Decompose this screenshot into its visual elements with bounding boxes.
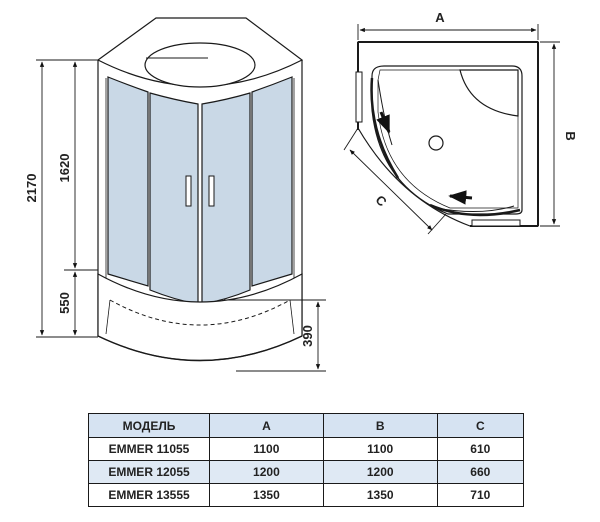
cell-b: 1350 xyxy=(322,483,438,507)
table-row: EMMER 11055 1100 1100 610 xyxy=(88,437,525,461)
table-row: EMMER 13555 1350 1350 710 xyxy=(88,483,525,507)
glass-panel-left xyxy=(107,76,149,287)
door-handle-right xyxy=(208,175,215,207)
front-view-cabin xyxy=(96,17,304,362)
glass-panel-right xyxy=(251,76,293,287)
table-header-row: МОДЕЛЬ A B C xyxy=(88,413,525,438)
cell-model: EMMER 12055 xyxy=(88,460,210,484)
header-b: B xyxy=(322,413,438,438)
dim-line-door xyxy=(349,149,433,231)
sliding-door-left xyxy=(370,77,400,179)
cell-a: 1100 xyxy=(209,437,324,461)
header-c: C xyxy=(436,413,525,438)
cell-model: EMMER 11055 xyxy=(88,437,210,461)
table-row: EMMER 12055 1200 1200 660 xyxy=(88,460,525,484)
dim-label-door: C xyxy=(373,192,391,210)
shower-tray xyxy=(97,272,303,361)
header-a: A xyxy=(209,413,324,438)
cell-c: 710 xyxy=(436,483,525,507)
cell-b: 1100 xyxy=(322,437,438,461)
cell-c: 660 xyxy=(436,460,525,484)
spec-table: МОДЕЛЬ A B C EMMER 11055 1100 1100 610 E… xyxy=(88,413,525,507)
drain-icon xyxy=(428,135,444,151)
door-arrow-left-icon xyxy=(376,111,391,134)
header-model: МОДЕЛЬ xyxy=(88,413,210,438)
dim-label-tray-height: 550 xyxy=(57,292,72,314)
cell-b: 1200 xyxy=(322,460,438,484)
cell-c: 610 xyxy=(436,437,525,461)
cell-a: 1350 xyxy=(209,483,324,507)
side-panel-left xyxy=(355,71,363,123)
top-view-tray xyxy=(371,65,523,215)
door-handle-left xyxy=(185,175,192,207)
dim-label-depth: B xyxy=(563,131,578,140)
dim-label-step-height: 390 xyxy=(300,325,315,347)
cell-model: EMMER 13555 xyxy=(88,483,210,507)
top-dimensions xyxy=(343,24,560,235)
side-panel-bottom xyxy=(471,219,521,227)
door-arrow-right-icon xyxy=(448,190,473,205)
roof-fan xyxy=(144,42,256,88)
dim-label-glass-height: 1620 xyxy=(57,154,72,183)
dim-label-width: A xyxy=(435,10,445,25)
front-dimensions xyxy=(36,59,326,372)
cell-a: 1200 xyxy=(209,460,324,484)
top-view-seat xyxy=(459,69,519,117)
dim-label-total-height: 2170 xyxy=(24,174,39,203)
